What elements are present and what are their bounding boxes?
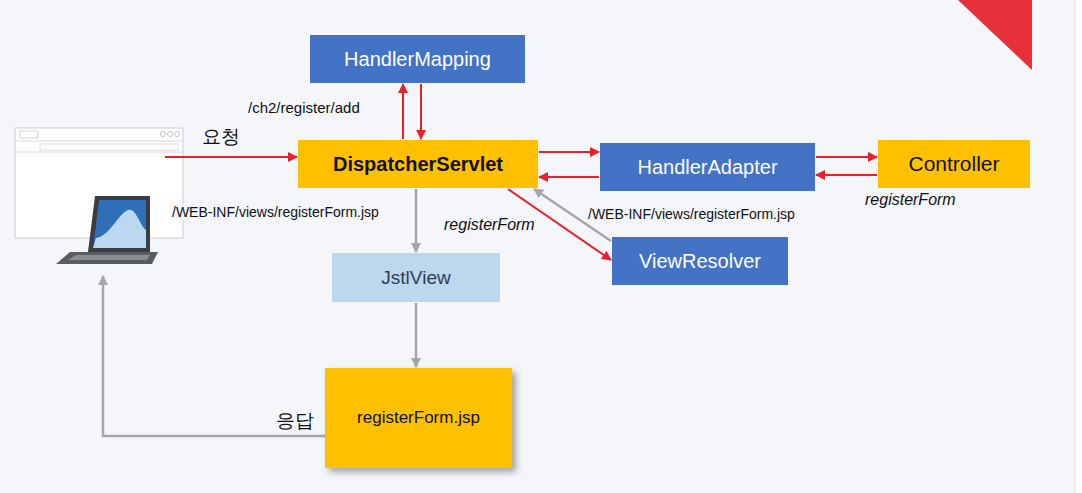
request-flow-arrow	[816, 174, 877, 176]
request-label: 요청	[200, 124, 242, 150]
laptop-icon	[56, 196, 158, 264]
corner-decoration	[958, 0, 1032, 70]
controller-box: Controller	[878, 140, 1030, 188]
edge-label: /ch2/register/add	[246, 99, 362, 116]
request-flow-arrow	[539, 151, 599, 153]
view-flow-arrow	[415, 303, 418, 367]
edge-label: /WEB-INF/views/registerForm.jsp	[586, 206, 797, 222]
node-label: ViewResolver	[639, 250, 761, 273]
component-box: HandlerMapping	[310, 35, 525, 83]
view-flow-arrow	[415, 189, 418, 252]
request-flow-arrow	[420, 84, 422, 139]
response-arrow	[103, 276, 325, 436]
node-label: Controller	[908, 152, 999, 176]
node-label: HandlerAdapter	[637, 156, 777, 179]
jsp-box: registerForm.jsp	[325, 368, 512, 468]
node-label: HandlerMapping	[344, 48, 491, 71]
component-box: ViewResolver	[612, 237, 788, 285]
side-panel	[1075, 0, 1082, 493]
edge-label: registerForm	[442, 216, 537, 234]
node-label: registerForm.jsp	[357, 408, 480, 428]
node-label: DispatcherServlet	[333, 153, 503, 176]
view-box: JstlView	[332, 253, 500, 302]
node-label: JstlView	[381, 267, 450, 289]
request-arrow	[165, 156, 297, 158]
return-value-label: registerForm	[863, 191, 958, 209]
request-flow-arrow	[816, 156, 877, 158]
request-flow-arrow	[539, 176, 599, 178]
side-panel-edge	[1075, 0, 1076, 493]
edge-label: /WEB-INF/views/registerForm.jsp	[170, 204, 381, 220]
servlet-box: DispatcherServlet	[298, 140, 538, 188]
request-flow-arrow	[402, 84, 404, 139]
response-label: 응답	[274, 408, 316, 434]
component-box: HandlerAdapter	[600, 143, 815, 191]
